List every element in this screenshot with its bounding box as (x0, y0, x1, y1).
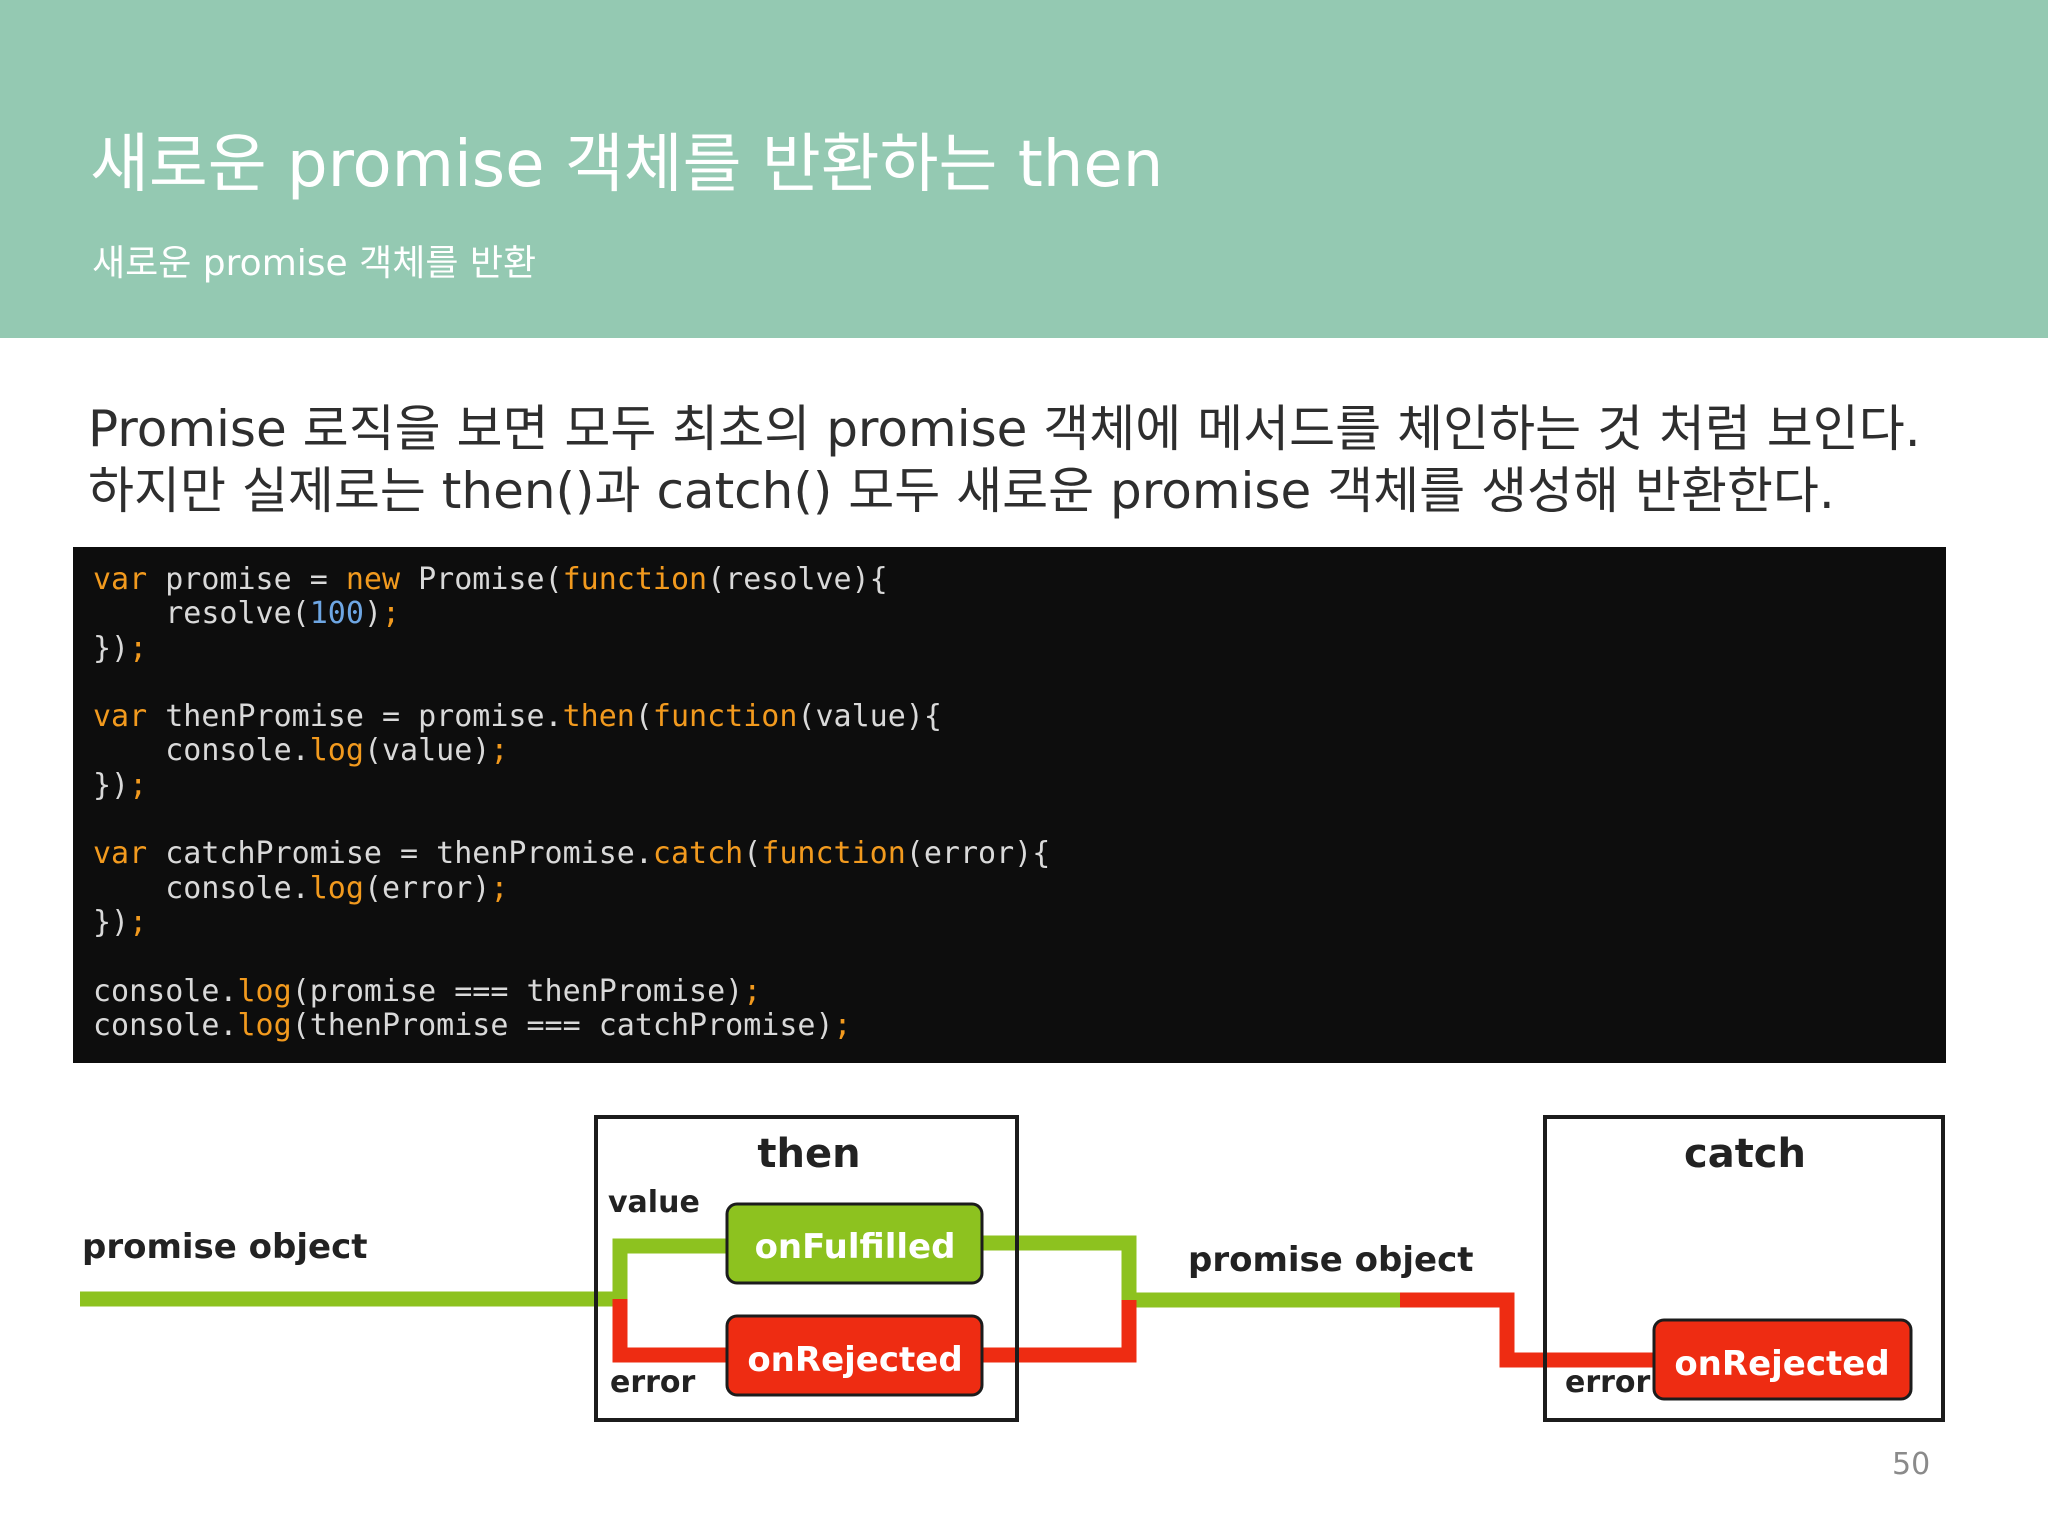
on-rejected-label: onRejected (747, 1340, 962, 1380)
slide-subtitle: 새로운 promise 객체를 반환 (92, 243, 537, 284)
code-line: console.log(value); (93, 734, 1050, 768)
code-token: var (93, 562, 148, 597)
on-fulfilled-pill (725, 1202, 984, 1285)
slide-title: 새로운 promise 객체를 반환하는 then (90, 128, 1164, 202)
code-token: (thenPromise === catchPromise) (291, 1007, 834, 1043)
code-token: console. (93, 973, 238, 1009)
then-value-label: value (608, 1185, 700, 1220)
lead-line-2: 하지만 실제로는 then()과 catch() 모두 새로운 promise … (88, 462, 1835, 520)
code-line: }); (93, 904, 1050, 940)
fulfilled-out-line (980, 1235, 1408, 1308)
code-token: catchPromise = thenPromise. (147, 836, 653, 872)
catch-error-line (1400, 1292, 1657, 1368)
code-token: resolve( (93, 596, 310, 632)
code-token: log (237, 973, 292, 1009)
code-line: console.log(error); (93, 870, 1050, 906)
code-token: var (93, 699, 148, 735)
code-token: function (652, 699, 798, 735)
code-token: (error){ (905, 836, 1051, 872)
then-box (594, 1115, 1019, 1422)
code-token: Promise( (400, 562, 563, 597)
code-token: thenPromise = promise. (147, 699, 563, 735)
code-line (93, 940, 1050, 974)
code-token: ( (743, 836, 762, 872)
code-token: ; (129, 630, 148, 666)
code-line: console.log(thenPromise === catchPromise… (93, 1007, 1050, 1043)
code-line: var catchPromise = thenPromise.catch(fun… (93, 837, 1050, 871)
code-token: ; (129, 767, 148, 803)
code-token: }) (93, 630, 130, 666)
code-token: ; (382, 596, 401, 632)
on-rejected-pill (725, 1314, 984, 1397)
code-token: (error) (363, 870, 491, 906)
code-token: }) (93, 767, 130, 803)
code-token: catch (652, 836, 744, 872)
promise-object-mid-label: promise object (1188, 1240, 1474, 1280)
code-token: }) (93, 904, 130, 940)
code-line (93, 666, 1050, 700)
code-token: log (309, 870, 364, 906)
on-fulfilled-label: onFulfilled (755, 1227, 956, 1267)
slide-header: 새로운 promise 객체를 반환하는 then 새로운 promise 객체… (0, 0, 2048, 338)
code-token: function (562, 562, 708, 597)
input-promise-line (80, 1238, 730, 1307)
catch-title: catch (1684, 1131, 1806, 1177)
code-token: promise = (147, 562, 346, 597)
catch-error-label: error (1565, 1365, 1651, 1400)
then-error-line (612, 1299, 730, 1363)
then-error-label: error (610, 1365, 696, 1400)
code-token: console. (93, 870, 310, 906)
code-token: log (237, 1007, 292, 1043)
then-title: then (757, 1131, 860, 1177)
code-token: new (345, 562, 401, 597)
code-token: console. (93, 733, 310, 769)
code-line: console.log(promise === thenPromise); (93, 973, 1050, 1009)
rejected-out-line (980, 1300, 1137, 1363)
promise-flow-diagram: promise object then value error onFulfil… (80, 1115, 1945, 1422)
catch-on-rejected-label: onRejected (1674, 1344, 1889, 1384)
code-token: (value) (363, 733, 491, 769)
code-token: (value){ (797, 699, 942, 735)
promise-object-left-label: promise object (82, 1227, 368, 1267)
code-token: function (761, 836, 906, 872)
code-token: log (309, 733, 364, 769)
catch-box (1543, 1115, 1945, 1422)
code-token: ( (634, 699, 653, 735)
catch-on-rejected-pill (1652, 1318, 1913, 1401)
code-token: then (562, 699, 635, 735)
code-line (93, 803, 1050, 837)
code-token: ) (363, 596, 382, 632)
lead-paragraph: Promise 로직을 보면 모두 최초의 promise 객체에 메서드를 체… (88, 398, 1988, 522)
code-token: ; (490, 733, 509, 769)
code-token: ; (490, 870, 509, 906)
code-token: var (93, 836, 148, 872)
code-token: ; (129, 904, 148, 940)
code-token: 100 (309, 596, 364, 632)
lead-line-1: Promise 로직을 보면 모두 최초의 promise 객체에 메서드를 체… (88, 400, 1921, 458)
code-token: (resolve){ (707, 562, 888, 597)
code-line: var promise = new Promise(function(resol… (93, 562, 1050, 597)
code-line: }); (93, 630, 1050, 666)
code-token: ; (833, 1007, 852, 1043)
code-line: resolve(100); (93, 597, 1050, 631)
code-line: var thenPromise = promise.then(function(… (93, 700, 1050, 734)
page-number: 50 (1892, 1447, 1931, 1482)
code-line: }); (93, 767, 1050, 803)
code-token: console. (93, 1007, 238, 1043)
code-token: ; (743, 973, 762, 1009)
code-text: var promise = new Promise(function(resol… (93, 562, 1050, 1043)
code-block: var promise = new Promise(function(resol… (73, 547, 1946, 1063)
code-token: (promise === thenPromise) (291, 973, 744, 1009)
